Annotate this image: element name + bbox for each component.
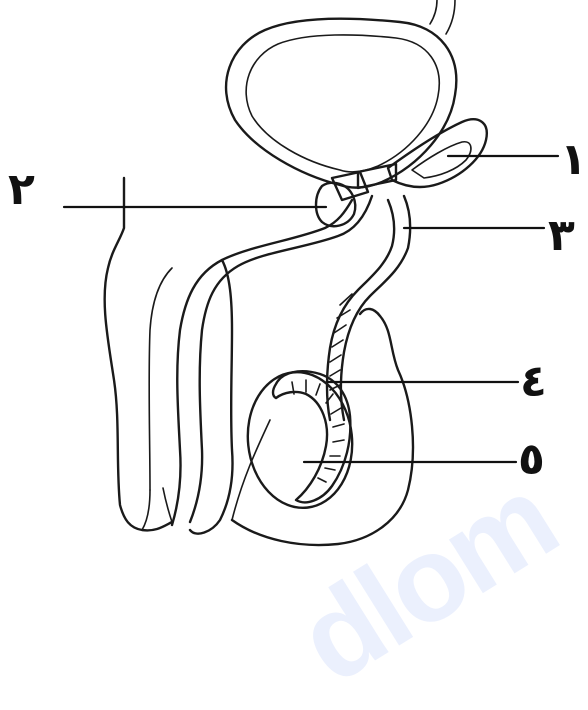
label-5: ٥ [518,438,545,482]
penis-shaft-line [149,268,172,490]
label-4: ٤ [520,360,547,404]
label-3: ٣ [548,214,575,258]
label-1: ١ [560,138,587,182]
scrotum-left-outline [232,420,270,520]
urethra-outer-lower [190,196,372,522]
ureter-outline [430,0,455,34]
epididymis [273,371,350,502]
scrotum-outline [232,309,413,545]
label-2: ٢ [8,168,35,212]
penis-inner-outline [190,260,233,534]
penis-outline [105,178,172,530]
reproductive-system-diagram [0,0,588,559]
